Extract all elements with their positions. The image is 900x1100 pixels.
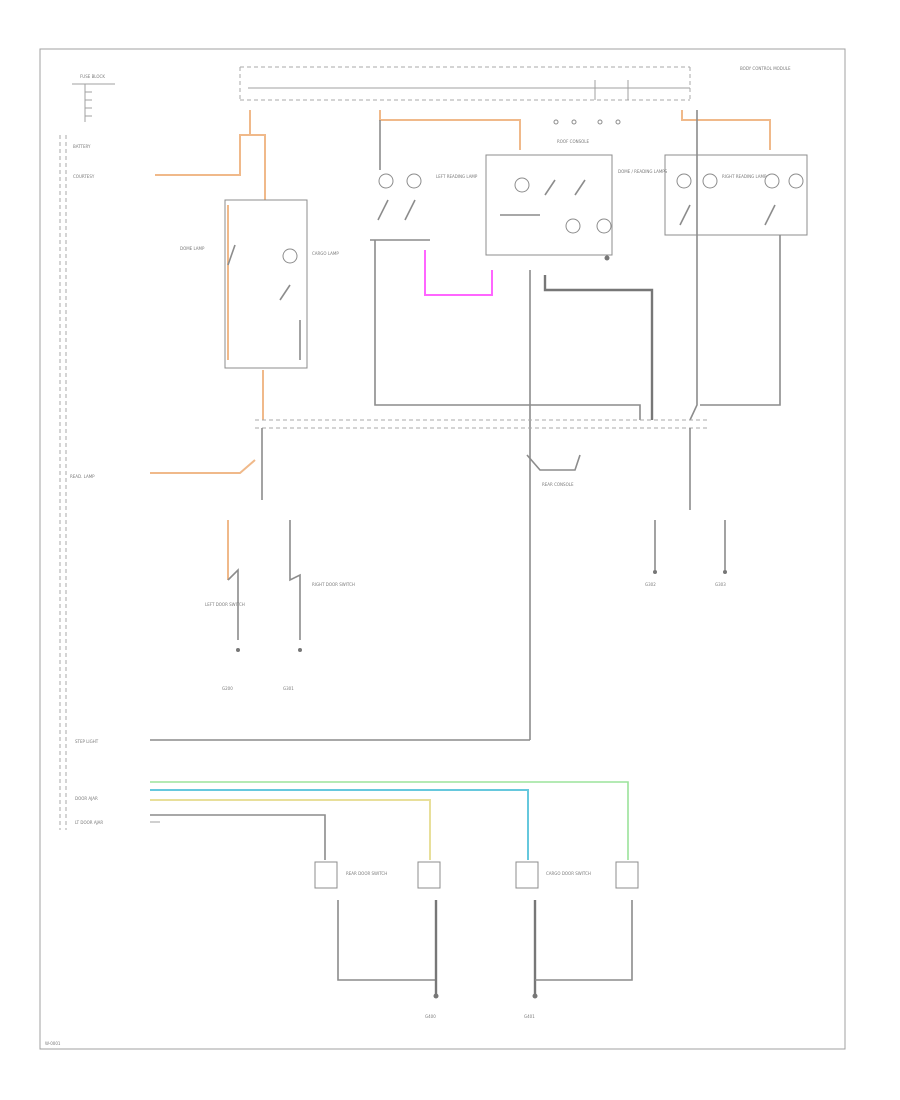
roof-console-bulb-2 [565,218,581,234]
right-reading-lamp-label: RIGHT READING LAMP [722,174,767,179]
dome-reading-lamps-label: DOME / READING LAMPS [618,169,668,174]
dome-lamp-label: DOME LAMP [180,246,205,251]
right-ground-drops [654,520,726,570]
bottom-return-left [337,900,436,981]
legend-ticks [85,91,92,117]
courtesy-orange-wire [155,134,266,200]
ground-4-label: G303 [715,582,726,587]
footer-code: W-0001 [45,1041,61,1046]
ground-1-dot [236,648,240,652]
right-reading-bulb-1 [676,173,692,189]
left-reading-bulb-1 [378,173,394,189]
left-door-switch-label: LEFT DOOR SWITCH [205,602,245,607]
rear-lamp-left-switch [227,568,239,640]
left-reading-orange [379,110,521,150]
door-ajar-gray [150,814,326,860]
ground-4-dot [723,570,727,574]
right-return-2 [700,235,781,406]
ground-2-label: G301 [283,686,294,691]
roof-console-label: ROOF CONSOLE [557,139,589,144]
cargo-door-switch-label: CARGO DOOR SWITCH [546,871,591,876]
cargo-lamp-switch [279,284,291,301]
step-light-label: STEP LIGHT [75,739,99,744]
rear-reading-lamp-label: READ. LAMP [70,474,95,479]
right-door-switch-label: RIGHT DOOR SWITCH [312,582,355,587]
ground-5-dot [433,993,439,999]
fuse-block-label: FUSE BLOCK [80,74,105,79]
magenta-wire [424,250,493,296]
roof-console-ground-dot [604,255,610,261]
right-reading-module [664,154,808,236]
roof-console-module [485,154,613,256]
courtesy-label: COURTESY [73,174,95,179]
roof-console-top-switches [553,119,621,125]
right-reading-switches [679,204,776,226]
roof-console-dark-return [543,275,654,420]
right-reading-bulb-4 [788,173,804,189]
roof-console-bulb-3 [596,218,612,234]
left-reading-switches [377,199,416,221]
door-ajar-yellow [150,799,431,860]
diagram-frame [39,48,846,1050]
rear-console-switch [526,454,581,471]
roof-console-switches [544,179,586,196]
left-return-wire [374,240,641,420]
battery-label: BATTERY [73,144,91,149]
right-reading-bulb-3 [764,173,780,189]
rear-lamp-right-switch [289,520,301,640]
rear-reading-orange [150,459,256,474]
top-bus-taps [594,80,629,100]
door-switch-box-1 [314,861,338,889]
ground-5-label: G400 [425,1014,436,1019]
left-lamp-module [224,199,308,369]
bottom-return-right [535,900,633,981]
door-switch-box-4 [615,861,639,889]
body-control-module-label: BODY CONTROL MODULE [740,66,791,71]
roof-console-bulb-1 [514,177,530,193]
ground-6-label: G401 [524,1014,535,1019]
right-reading-orange [681,110,771,150]
left-reading-bulb-2 [406,173,422,189]
ground-6-dot [532,993,538,999]
door-switch-box-2 [417,861,441,889]
cargo-lamp-bulb [282,248,298,264]
left-module-switch [227,244,236,266]
right-return-1 [689,110,698,421]
door-ajar-label: DOOR AJAR [75,796,98,801]
rear-console-label: REAR CONSOLE [542,482,574,487]
door-switch-box-3 [515,861,539,889]
ground-1-label: G200 [222,686,233,691]
ground-2-dot [298,648,302,652]
door-ajar-blue [150,789,529,860]
left-reading-lamp-label: LEFT READING LAMP [436,174,478,179]
cargo-lamp-label: CARGO LAMP [312,251,339,256]
lt-door-ajar-label: LT DOOR AJAR [75,820,103,825]
right-reading-bulb-2 [702,173,718,189]
ground-3-label: G302 [645,582,656,587]
door-ajar-green [150,781,629,860]
rear-door-switch-label: REAR DOOR SWITCH [346,871,387,876]
ground-3-dot [653,570,657,574]
